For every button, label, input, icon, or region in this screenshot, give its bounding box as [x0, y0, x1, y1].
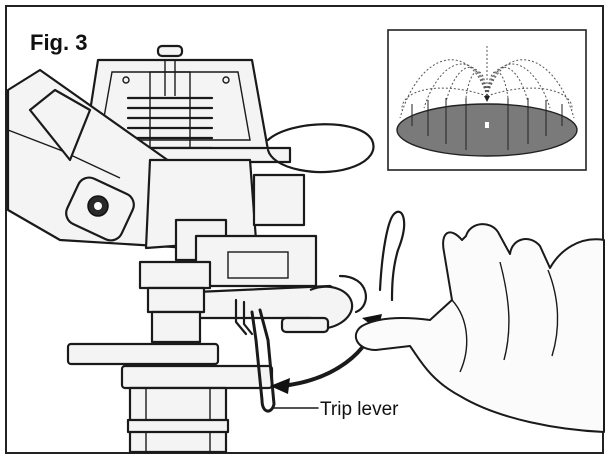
ground-ellipse	[397, 104, 577, 156]
stem-collar-top	[140, 262, 210, 288]
figure-title: Fig. 3	[30, 30, 87, 55]
spray-pattern-inset	[388, 30, 586, 170]
top-cap	[158, 46, 182, 56]
trip-stop	[282, 318, 328, 332]
nozzle-hole	[94, 202, 102, 210]
base-nut	[128, 420, 228, 432]
trip-lever	[252, 310, 274, 411]
sprinkler-base-marker	[485, 122, 489, 128]
stem-neck	[152, 312, 200, 342]
sprinkler-head	[8, 46, 404, 452]
stem-collar-mid	[148, 288, 204, 312]
upper-washer	[68, 344, 218, 364]
wire-arc	[380, 212, 404, 300]
side-clip	[254, 175, 304, 225]
lower-washer	[122, 366, 272, 388]
trip-lever-label: Trip lever	[320, 399, 399, 420]
